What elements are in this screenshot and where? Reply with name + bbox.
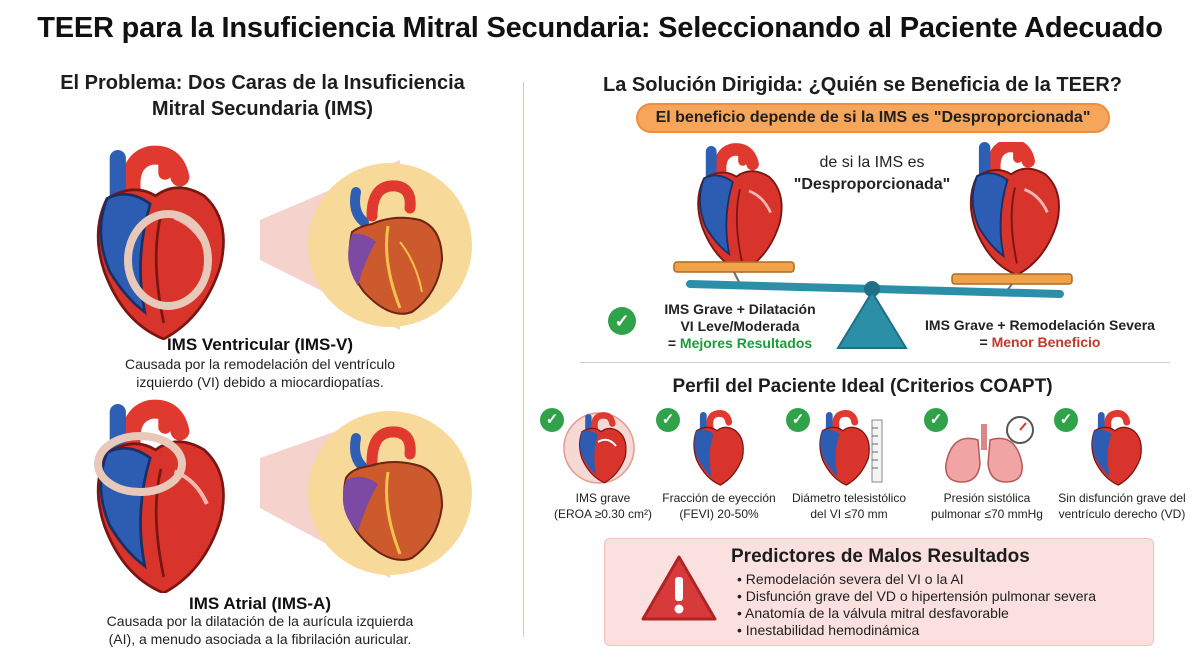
criterion-label-line2: ventrículo derecho (VD)	[1058, 507, 1186, 521]
scale-stand	[836, 290, 908, 349]
list-item: Inestabilidad hemodinámica	[737, 622, 1096, 639]
criterion-label-line1: Sin disfunción grave del	[1058, 491, 1186, 505]
scale-caption-line2: "Desproporcionada"	[793, 176, 951, 193]
infographic-title: TEER para la Insuficiencia Mitral Secund…	[37, 12, 1163, 44]
balance-scale-illustration	[660, 142, 1090, 354]
predictors-title: Predictores de Malos Resultados	[731, 546, 1030, 567]
ventricular-desc-line2: izquierdo (VI) debido a miocardiopatías.	[136, 374, 384, 390]
heart-right-pan-icon	[971, 142, 1059, 275]
section-divider	[580, 362, 1170, 363]
heart-cross-section-icon	[98, 404, 223, 593]
heart-exterior-icon	[348, 180, 444, 315]
check-icon: ✓	[540, 408, 564, 432]
ventricular-title: IMS Ventricular (IMS-V)	[166, 335, 354, 354]
check-icon: ✓	[786, 408, 810, 432]
outcome-worse-result: Menor Beneficio	[991, 334, 1101, 350]
problem-heading-line1: El Problema: Dos Caras de la Insuficienc…	[60, 72, 465, 94]
check-icon: ✓	[1054, 408, 1078, 432]
criterion-rv-function: ✓ Sin disfunción grave del ventrículo der…	[1052, 406, 1192, 522]
outcome-worse-line1: IMS Grave + Remodelación Severa	[925, 317, 1155, 333]
criterion-lv-diameter: ✓ Diámetro telesistólico del VI ≤70 mm	[784, 406, 914, 522]
outcome-worse-prefix: =	[979, 334, 992, 350]
atrial-title: IMS Atrial (IMS-A)	[189, 594, 331, 613]
outcome-better-result: Mejores Resultados	[679, 335, 813, 351]
criterion-label-line1: Fracción de eyección	[662, 491, 776, 505]
predictors-list: Remodelación severa del VI o la AI Disfu…	[737, 571, 1096, 639]
outcome-worse: IMS Grave + Remodelación Severa = Menor …	[905, 317, 1175, 351]
outcome-better: IMS Grave + Dilatación VI Leve/Moderada …	[640, 301, 840, 352]
check-icon: ✓	[924, 408, 948, 432]
check-icon: ✓	[656, 408, 680, 432]
lungs-gauge-icon	[945, 416, 1034, 483]
outcome-better-prefix: =	[667, 335, 680, 351]
criterion-label-line1: Presión sistólica	[943, 491, 1031, 505]
criterion-label-line2: del VI ≤70 mm	[810, 507, 888, 521]
poor-outcome-predictors: Predictores de Malos Resultados Remodela…	[604, 538, 1154, 646]
heart-rv-icon	[1092, 412, 1141, 485]
criterion-label-line1: Diámetro telesistólico	[791, 491, 907, 505]
check-icon: ✓	[608, 307, 636, 335]
ventricular-description: Causada por la remodelación del ventrícu…	[30, 355, 490, 391]
right-pan	[951, 273, 1073, 285]
criterion-severe-mr: ✓ IMS grave (EROA ≥0.30 cm²)	[538, 406, 668, 522]
atrial-description: Causada por la dilatación de la aurícula…	[20, 612, 500, 648]
scale-caption-line1: de si la IMS es	[819, 154, 925, 171]
outcome-better-line2: VI Leve/Moderada	[680, 318, 800, 334]
criterion-label-line1: IMS grave	[575, 491, 631, 505]
criterion-pulmonary-pressure: ✓ Presión sistólica pulmonar ≤70 mmHg	[922, 406, 1052, 522]
heart-left-pan-icon	[698, 146, 782, 272]
heart-ef-icon	[694, 412, 743, 485]
outcome-better-line1: IMS Grave + Dilatación	[664, 301, 816, 317]
solution-heading: La Solución Dirigida: ¿Quién se Benefici…	[603, 74, 1122, 96]
coapt-heading: Perfil del Paciente Ideal (Criterios COA…	[672, 376, 1053, 397]
scale-caption: de si la IMS es "Desproporcionada"	[772, 152, 972, 196]
list-item: Disfunción grave del VD o hipertensión p…	[737, 588, 1096, 605]
criterion-label-line2: (FEVI) 20-50%	[679, 507, 759, 521]
ventricular-desc-line1: Causada por la remodelación del ventrícu…	[124, 356, 396, 372]
problem-heading: El Problema: Dos Caras de la Insuficienc…	[30, 70, 495, 122]
atrial-illustration	[60, 398, 480, 593]
list-item: Anatomía de la válvula mitral desfavorab…	[737, 605, 1096, 622]
atrial-desc-line1: Causada por la dilatación de la aurícula…	[106, 613, 414, 629]
problem-heading-line2: Mitral Secundaria (IMS)	[151, 98, 374, 120]
criterion-ejection-fraction: ✓ Fracción de eyección (FEVI) 20-50%	[654, 406, 784, 522]
left-pan	[673, 261, 795, 273]
atrial-desc-line2: (AI), a menudo asociada a la fibrilación…	[108, 631, 412, 647]
disproportionate-banner: El beneficio depende de si la IMS es "De…	[636, 103, 1110, 133]
criterion-label-line2: (EROA ≥0.30 cm²)	[554, 507, 652, 521]
heart-cross-section-icon	[98, 150, 223, 339]
warning-icon	[641, 555, 717, 621]
list-item: Remodelación severa del VI o la AI	[737, 571, 1096, 588]
ventricular-illustration	[60, 140, 480, 340]
heart-ruler-icon	[820, 412, 869, 485]
heart-exterior-icon	[342, 426, 444, 561]
criterion-label-line2: pulmonar ≤70 mmHg	[931, 507, 1043, 521]
column-divider	[523, 82, 524, 637]
